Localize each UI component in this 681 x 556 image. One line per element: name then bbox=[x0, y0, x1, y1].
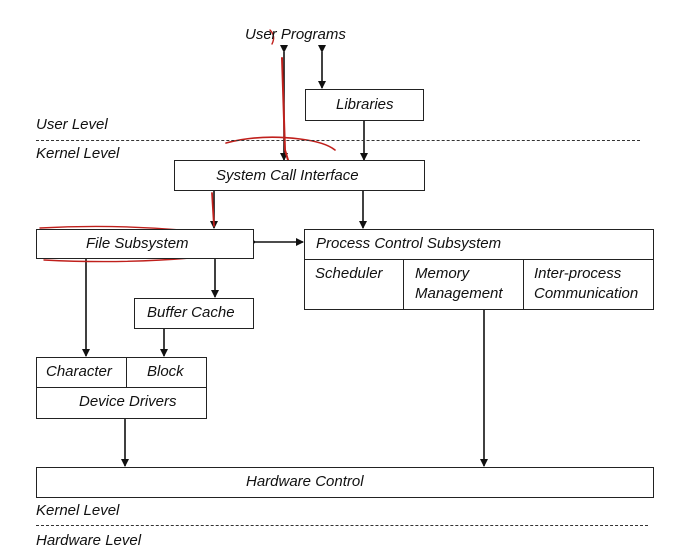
process-control-divider bbox=[305, 259, 653, 260]
red-annotation-stroke bbox=[211, 192, 215, 227]
libraries-box: Libraries bbox=[305, 89, 424, 121]
buffer-cache-box: Buffer Cache bbox=[134, 298, 254, 329]
file-subsystem-box: File Subsystem bbox=[36, 229, 254, 259]
red-annotation-stroke bbox=[281, 57, 289, 161]
process-cell-divider bbox=[403, 259, 404, 309]
device-drivers-divider bbox=[37, 387, 206, 388]
user-kernel-separator bbox=[36, 140, 640, 141]
process-cell-divider bbox=[523, 259, 524, 309]
system-call-interface-box: System Call Interface bbox=[174, 160, 425, 191]
process-control-subsystem-box: Process Control Subsystem Scheduler Memo… bbox=[304, 229, 654, 310]
hardware-control-label: Hardware Control bbox=[246, 473, 364, 490]
hardware-control-box: Hardware Control bbox=[36, 467, 654, 498]
device-drivers-box: Character Block Device Drivers bbox=[36, 357, 207, 419]
inter-process-communication-label-line2: Communication bbox=[534, 285, 639, 302]
buffer-cache-label: Buffer Cache bbox=[147, 304, 235, 321]
system-call-interface-label: System Call Interface bbox=[216, 167, 359, 184]
user-level-label: User Level bbox=[36, 116, 108, 133]
libraries-label: Libraries bbox=[336, 96, 394, 113]
red-annotation-stroke bbox=[269, 29, 275, 45]
memory-management-label-line2: Management bbox=[415, 285, 503, 302]
red-annotation-stroke bbox=[225, 136, 336, 151]
kernel-level-label-bottom: Kernel Level bbox=[36, 502, 120, 519]
inter-process-communication-label-line1: Inter-process bbox=[534, 265, 622, 282]
process-control-subsystem-label: Process Control Subsystem bbox=[316, 235, 502, 252]
kernel-level-label-top: Kernel Level bbox=[36, 145, 120, 162]
memory-management-label-line1: Memory bbox=[415, 265, 470, 282]
file-subsystem-label: File Subsystem bbox=[86, 235, 189, 252]
block-label: Block bbox=[147, 363, 184, 380]
device-drivers-label: Device Drivers bbox=[79, 393, 177, 410]
hardware-level-label: Hardware Level bbox=[36, 532, 142, 549]
character-block-divider bbox=[126, 358, 127, 387]
scheduler-label: Scheduler bbox=[315, 265, 383, 282]
kernel-hardware-separator bbox=[36, 525, 648, 526]
character-label: Character bbox=[46, 363, 112, 380]
user-programs-label: User Programs bbox=[245, 26, 346, 43]
